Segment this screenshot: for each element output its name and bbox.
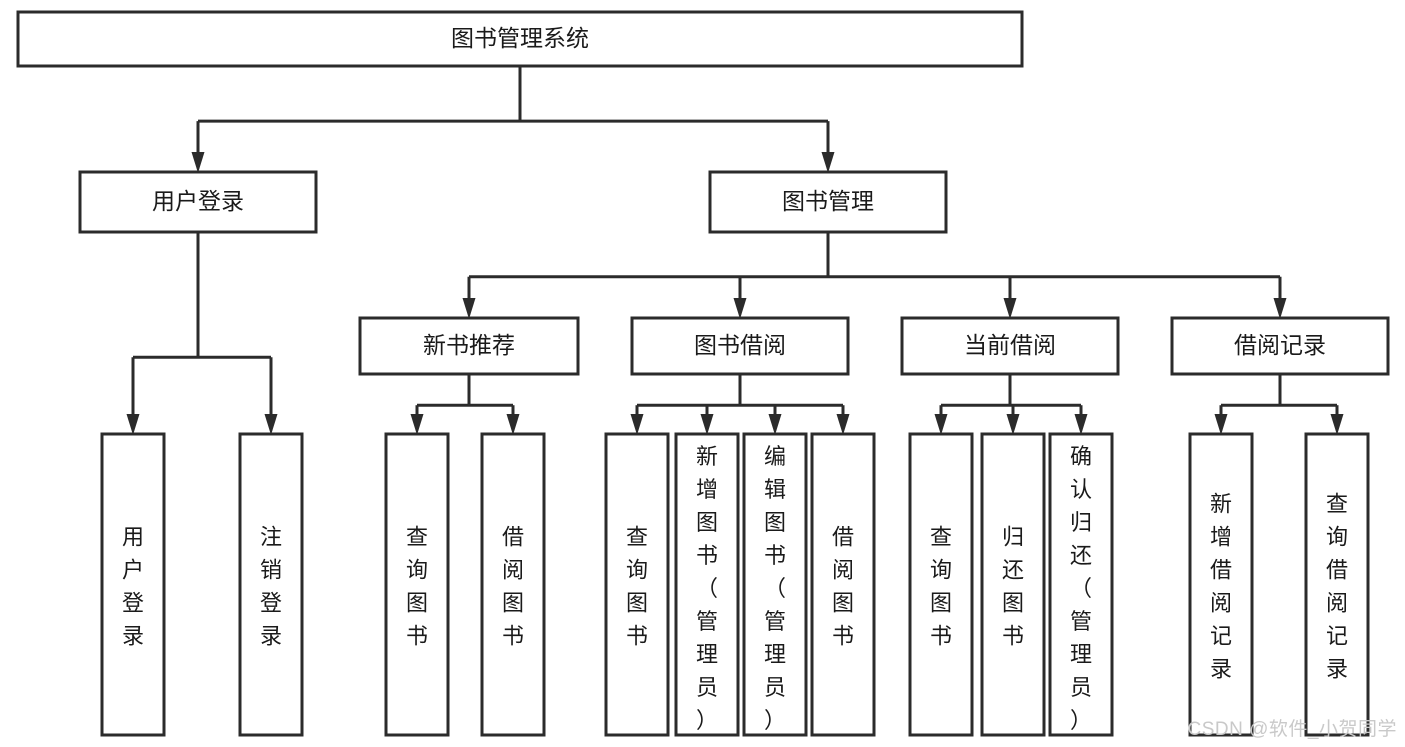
node-box-new-book-rec[interactable] — [358, 316, 580, 376]
arrow-head-icon — [821, 152, 835, 173]
arrow-head-icon — [506, 414, 520, 435]
node-box-leaf-query-book-2[interactable] — [604, 432, 670, 737]
node-box-book-borrow[interactable] — [630, 316, 850, 376]
node-box-leaf-confirm-return[interactable] — [1048, 432, 1114, 737]
arrow-head-icon — [836, 414, 850, 435]
node-new-book-rec[interactable]: 新书推荐 — [358, 316, 580, 376]
node-box-leaf-borrow-book-2[interactable] — [810, 432, 876, 737]
arrow-head-icon — [191, 152, 205, 173]
node-leaf-edit-book[interactable]: 编辑图书（管理员） — [742, 432, 808, 737]
node-leaf-add-book[interactable]: 新增图书（管理员） — [674, 432, 740, 737]
arrow-head-icon — [768, 414, 782, 435]
arrow-head-icon — [1006, 414, 1020, 435]
node-box-leaf-query-book-3[interactable] — [908, 432, 974, 737]
level-1-layer: 图书管理系统 — [16, 10, 1024, 68]
node-label-leaf-confirm-return: 确认归还（管理员） — [1070, 444, 1092, 733]
arrow-head-icon — [410, 414, 424, 435]
arrow-head-icon — [934, 414, 948, 435]
node-leaf-query-book-1[interactable]: 查询图书 — [384, 432, 450, 737]
node-box-leaf-add-record[interactable] — [1188, 432, 1254, 737]
node-leaf-confirm-return[interactable]: 确认归还（管理员） — [1048, 432, 1114, 737]
node-current-borrow[interactable]: 当前借阅 — [900, 316, 1120, 376]
node-box-book-manage[interactable] — [708, 170, 948, 234]
node-box-leaf-edit-book[interactable] — [742, 432, 808, 737]
node-leaf-add-record[interactable]: 新增借阅记录 — [1188, 432, 1254, 737]
node-label-leaf-query-book-3: 查询图书 — [930, 525, 952, 649]
level-3-layer: 新书推荐 图书借阅 当前借阅 借阅记录 — [358, 316, 1390, 376]
node-leaf-query-book-3[interactable]: 查询图书 — [908, 432, 974, 737]
node-label-leaf-user-logout: 注销登录 — [260, 525, 282, 649]
node-label-root: 图书管理系统 — [451, 25, 589, 51]
node-label-leaf-edit-book: 编辑图书（管理员） — [764, 444, 786, 733]
node-box-leaf-user-logout[interactable] — [238, 432, 304, 737]
node-label-book-borrow: 图书借阅 — [694, 332, 786, 358]
node-box-leaf-return-book[interactable] — [980, 432, 1046, 737]
node-box-leaf-query-book-1[interactable] — [384, 432, 450, 737]
node-label-book-manage: 图书管理 — [782, 188, 874, 214]
arrow-head-icon — [1330, 414, 1344, 435]
node-box-root[interactable] — [16, 10, 1024, 68]
arrow-head-icon — [462, 298, 476, 319]
node-label-leaf-query-book-1: 查询图书 — [406, 525, 428, 649]
node-root[interactable]: 图书管理系统 — [16, 10, 1024, 68]
node-leaf-user-login[interactable]: 用户登录 — [100, 432, 166, 737]
node-box-borrow-record[interactable] — [1170, 316, 1390, 376]
arrow-head-icon — [1003, 298, 1017, 319]
node-book-borrow[interactable]: 图书借阅 — [630, 316, 850, 376]
node-leaf-return-book[interactable]: 归还图书 — [980, 432, 1046, 737]
node-leaf-borrow-book-1[interactable]: 借阅图书 — [480, 432, 546, 737]
node-label-leaf-return-book: 归还图书 — [1002, 525, 1024, 649]
node-leaf-borrow-book-2[interactable]: 借阅图书 — [810, 432, 876, 737]
node-label-leaf-add-record: 新增借阅记录 — [1210, 492, 1232, 682]
node-book-manage[interactable]: 图书管理 — [708, 170, 948, 234]
arrow-head-icon — [264, 414, 278, 435]
node-leaf-user-logout[interactable]: 注销登录 — [238, 432, 304, 737]
node-box-user-login[interactable] — [78, 170, 318, 234]
arrow-head-icon — [733, 298, 747, 319]
node-label-borrow-record: 借阅记录 — [1234, 332, 1326, 358]
node-label-leaf-add-book: 新增图书（管理员） — [696, 444, 718, 733]
node-label-leaf-borrow-book-1: 借阅图书 — [502, 525, 524, 649]
node-box-leaf-borrow-book-1[interactable] — [480, 432, 546, 737]
node-label-current-borrow: 当前借阅 — [964, 332, 1056, 358]
arrow-head-icon — [700, 414, 714, 435]
node-box-leaf-query-record[interactable] — [1304, 432, 1370, 737]
arrow-head-icon — [1273, 298, 1287, 319]
node-user-login[interactable]: 用户登录 — [78, 170, 318, 234]
node-box-leaf-user-login[interactable] — [100, 432, 166, 737]
node-box-leaf-add-book[interactable] — [674, 432, 740, 737]
level-4-layer: 用户登录 注销登录 查询图书 借阅图书 查询图书 新增图书（管理员） 编辑图书（管理员） 借阅… — [100, 432, 1370, 737]
arrow-head-icon — [1214, 414, 1228, 435]
node-label-new-book-rec: 新书推荐 — [423, 332, 515, 358]
node-leaf-query-record[interactable]: 查询借阅记录 — [1304, 432, 1370, 737]
arrow-head-icon — [126, 414, 140, 435]
arrow-head-icon — [630, 414, 644, 435]
level-2-layer: 用户登录 图书管理 — [78, 170, 948, 234]
node-label-leaf-borrow-book-2: 借阅图书 — [832, 525, 854, 649]
node-label-user-login: 用户登录 — [152, 188, 244, 214]
node-label-leaf-user-login: 用户登录 — [122, 525, 144, 649]
arrow-head-icon — [1074, 414, 1088, 435]
node-leaf-query-book-2[interactable]: 查询图书 — [604, 432, 670, 737]
connector-layer — [126, 66, 1344, 435]
node-label-leaf-query-record: 查询借阅记录 — [1326, 492, 1348, 682]
node-box-current-borrow[interactable] — [900, 316, 1120, 376]
node-label-leaf-query-book-2: 查询图书 — [626, 525, 648, 649]
node-borrow-record[interactable]: 借阅记录 — [1170, 316, 1390, 376]
